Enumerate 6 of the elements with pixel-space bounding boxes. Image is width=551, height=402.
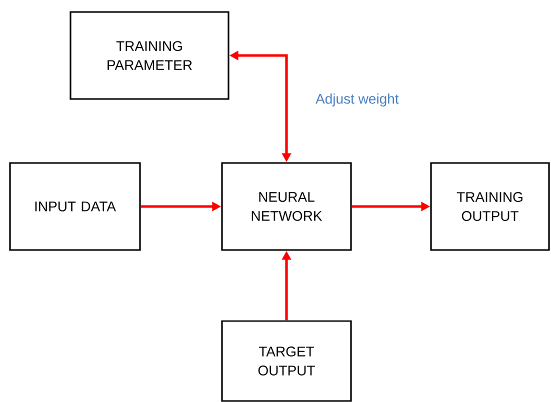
process-box: TRAINING OUTPUT: [430, 162, 550, 251]
process-box: TRAINING PARAMETER: [70, 11, 230, 100]
process-box: TARGET OUTPUT: [221, 320, 352, 402]
process-box: NEURAL NETWORK: [221, 162, 352, 251]
annotation-text: Adjust weight: [316, 93, 399, 107]
process-box: INPUT DATA: [9, 162, 141, 251]
